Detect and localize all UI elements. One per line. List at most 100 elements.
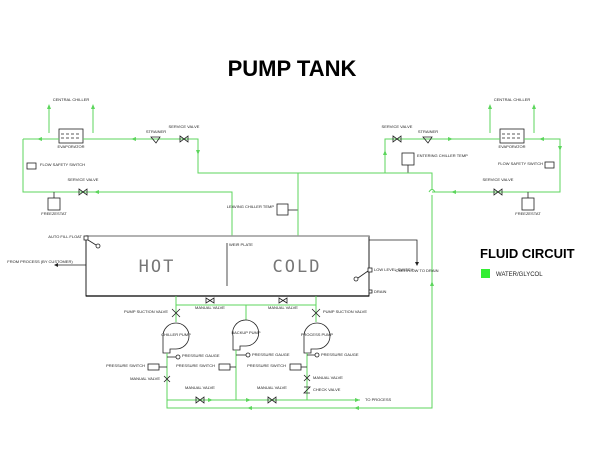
right-flow-switch-icon — [544, 161, 555, 169]
tank-to-chiller-pipe — [166, 172, 433, 409]
backup-pump-icon — [232, 319, 260, 351]
right-chiller-label: CENTRAL CHILLER — [494, 97, 531, 102]
left-flow-switch-icon — [26, 162, 37, 170]
overflow-line — [369, 239, 418, 264]
auto-fill-float-icon — [83, 235, 89, 241]
from-process-label: FROM PROCESS (BY CUSTOMER) — [7, 259, 73, 264]
pressure-switch-icon — [147, 363, 160, 371]
flow-arrow — [94, 190, 99, 194]
manual-valve-icon — [163, 375, 171, 383]
process-pump: PUMP SUCTION VALVE PROCESS PUMP PRESSURE… — [247, 305, 367, 400]
left-flow-switch-label: FLOW SAFETY SWITCH — [40, 162, 85, 167]
pressure-switch-label: PRESSURE SWITCH — [106, 363, 145, 368]
pressure-switch-icon — [218, 363, 231, 371]
legend: FLUID CIRCUIT WATER/GLYCOL — [480, 246, 575, 278]
process-pump-label: PROCESS PUMP — [301, 332, 334, 337]
right-service-valve-top-icon — [392, 135, 402, 143]
pressure-gauge-label: PRESSURE GAUGE — [321, 352, 359, 357]
discharge-header: MANUAL VALVE MANUAL VALVE TO PROCESS — [167, 385, 391, 404]
manual-valve-icon — [205, 297, 215, 304]
pump-suction-label: PUMP SUCTION VALVE — [124, 309, 168, 314]
left-chiller-label: CENTRAL CHILLER — [53, 97, 90, 102]
chiller-pump: PUMP SUCTION VALVE CHILLER PUMP PRESSURE… — [106, 305, 220, 388]
check-valve-label: CHECK VALVE — [313, 387, 341, 392]
pressure-switch-label: PRESSURE SWITCH — [176, 363, 215, 368]
flow-arrow — [246, 398, 251, 402]
flow-arrow — [539, 137, 544, 141]
entering-temp-label: ENTERING CHILLER TEMP — [417, 153, 468, 158]
manual-valve-icon — [303, 374, 311, 382]
diagram-title: PUMP TANK — [228, 56, 357, 81]
right-service-valve-bottom-icon — [493, 188, 503, 196]
backup-pump: BACKUP PUMP PRESSURE GAUGE PRESSURE SWIT… — [176, 319, 290, 400]
left-freezestat-label: FREEZESTAT — [41, 211, 67, 216]
left-service-valve-top-icon — [179, 135, 189, 143]
manual-valve-icon — [195, 396, 205, 404]
left-return-pipe — [22, 139, 198, 193]
manual-valve-icon — [278, 297, 288, 304]
tank-body — [85, 235, 370, 297]
manual-valve-label: MANUAL VALVE — [268, 305, 298, 310]
left-chiller-loop: CENTRAL CHILLER EVAPORATOR STRAINER SERV… — [22, 97, 402, 216]
pressure-switch-icon — [289, 363, 302, 371]
auto-fill-label: AUTO FILL FLOAT — [48, 234, 82, 239]
flow-arrow — [451, 190, 456, 194]
flow-arrow — [208, 398, 213, 402]
left-service-valve-top-label: SERVICE VALVE — [169, 124, 200, 129]
manual-valve-label: MANUAL VALVE — [257, 385, 287, 390]
pump-suction-label: PUMP SUCTION VALVE — [323, 309, 367, 314]
pump-tank: WEIR PLATE HOT COLD AUTO FILL FLOAT FROM… — [7, 234, 439, 297]
pipe-crossover — [428, 189, 436, 193]
hot-side-label: HOT — [139, 257, 176, 277]
flow-arrow — [196, 150, 200, 155]
flow-arrow — [558, 146, 562, 151]
pressure-gauge-label: PRESSURE GAUGE — [252, 352, 290, 357]
manual-valve-label: MANUAL VALVE — [195, 305, 225, 310]
leaving-temp-sensor-icon — [276, 203, 289, 216]
right-chiller-loop: CENTRAL CHILLER EVAPORATOR STRAINER SERV… — [382, 97, 562, 216]
right-strainer-label: STRAINER — [418, 129, 438, 134]
legend-label-water-glycol: WATER/GLYCOL — [496, 272, 543, 278]
flow-arrow — [354, 406, 359, 410]
weir-plate-label: WEIR PLATE — [229, 242, 253, 247]
entering-temp-sensor-icon — [401, 152, 415, 166]
flow-arrow — [91, 104, 95, 109]
left-service-valve-bottom-label: SERVICE VALVE — [68, 177, 99, 182]
right-service-valve-bottom-label: SERVICE VALVE — [483, 177, 514, 182]
flow-arrow — [383, 150, 387, 155]
pump-suction-valve-icon — [311, 308, 321, 318]
right-freezestat-label: FREEZESTAT — [515, 211, 541, 216]
legend-swatch-water-glycol — [481, 269, 490, 278]
pressure-gauge-label: PRESSURE GAUGE — [182, 353, 220, 358]
flow-arrow — [488, 104, 492, 109]
pump-header: MANUAL VALVE MANUAL VALVE — [175, 296, 317, 322]
flow-arrow — [47, 104, 51, 109]
overflow-label: OVERFLOW TO DRAIN — [396, 268, 439, 273]
right-evaporator — [499, 128, 525, 144]
left-evaporator-label: EVAPORATOR — [57, 144, 84, 149]
chiller-pump-label: CHILLER PUMP — [161, 332, 191, 337]
chiller-pump-icon — [162, 322, 190, 354]
manual-valve-label: MANUAL VALVE — [313, 375, 343, 380]
right-flow-switch-label: FLOW SAFETY SWITCH — [498, 161, 543, 166]
left-service-valve-bottom-icon — [78, 188, 88, 196]
chiller-to-tank-pipe — [198, 191, 233, 240]
manual-valve-icon — [267, 396, 277, 404]
suction-header-pipe — [175, 296, 317, 306]
check-valve-icon — [303, 386, 311, 394]
low-level-label: LOW LEVEL SWITCH — [374, 267, 414, 272]
process-pump-icon — [303, 322, 331, 354]
left-strainer-icon — [150, 136, 161, 144]
cold-side-label: COLD — [273, 257, 322, 277]
right-freezestat-icon — [521, 197, 535, 211]
left-strainer-label: STRAINER — [146, 129, 166, 134]
backup-pump-label: BACKUP PUMP — [231, 330, 260, 335]
right-strainer-icon — [422, 136, 433, 144]
flow-arrow — [430, 281, 434, 286]
leaving-chiller-temp: LEAVING CHILLER TEMP — [227, 203, 298, 216]
pressure-switch-label: PRESSURE SWITCH — [247, 363, 286, 368]
right-evaporator-label: EVAPORATOR — [498, 144, 525, 149]
drain-icon — [368, 289, 373, 294]
pump-suction-valve-icon — [171, 308, 181, 318]
